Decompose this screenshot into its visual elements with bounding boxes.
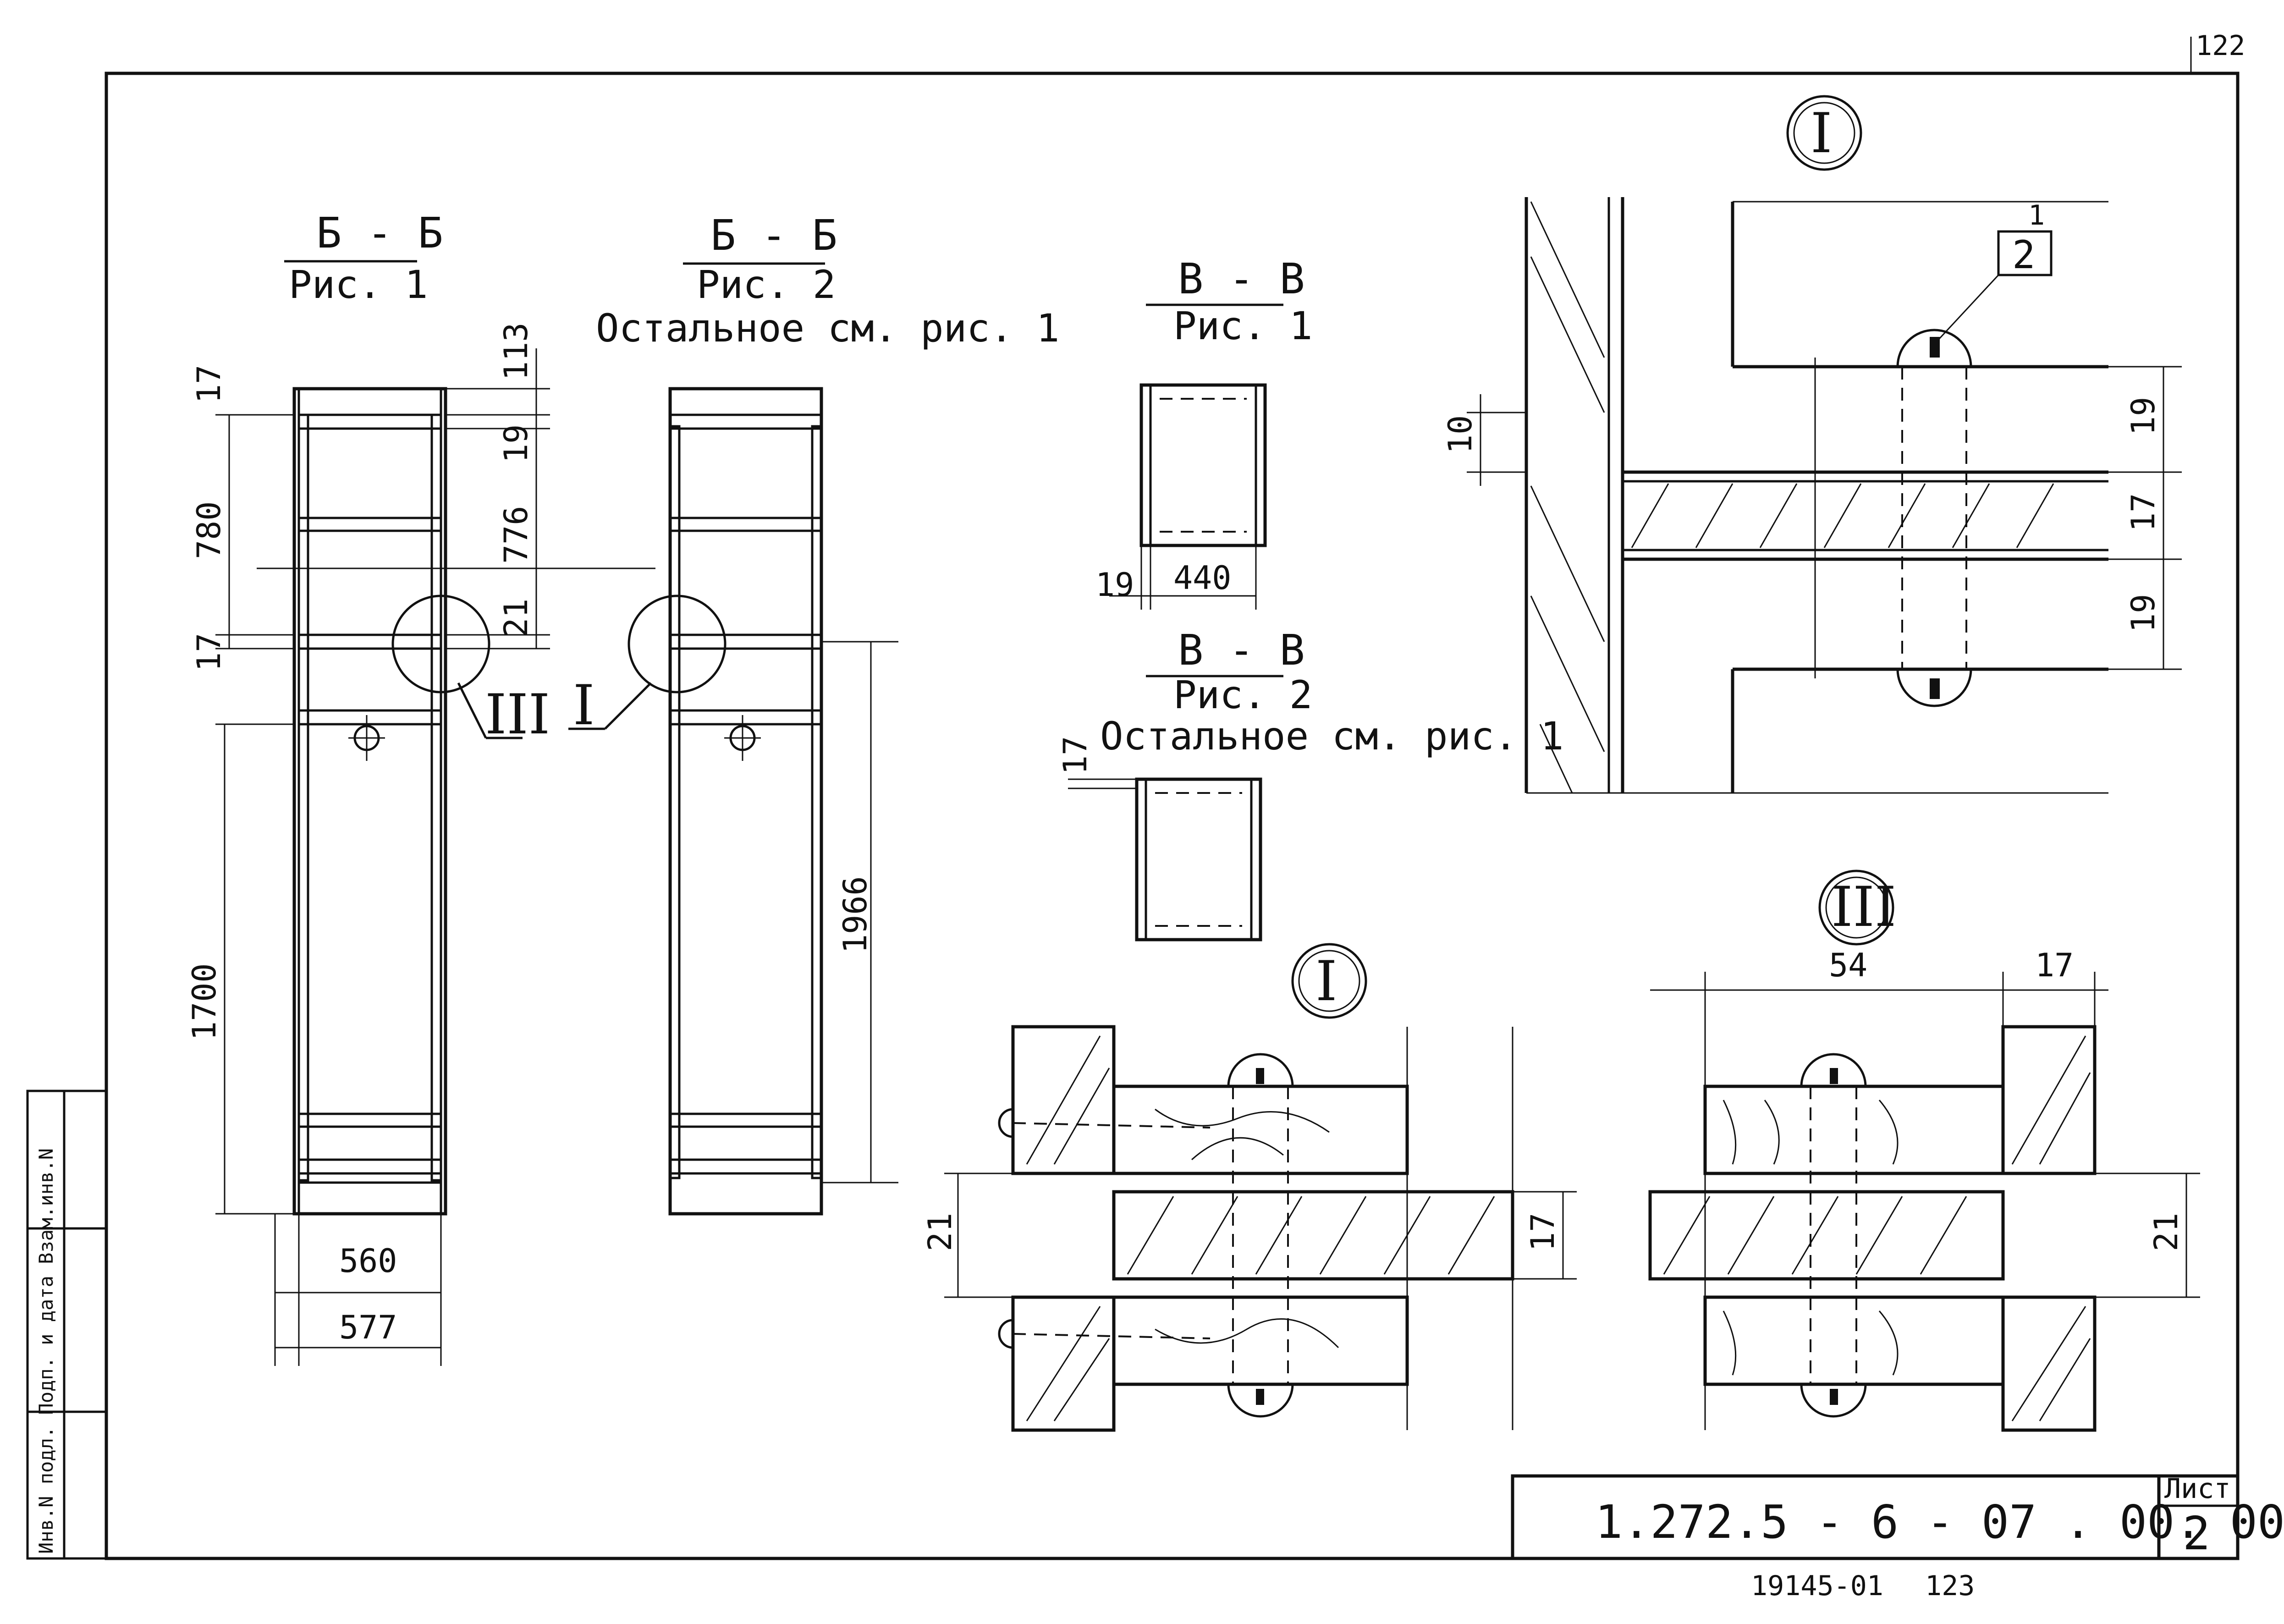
dim-560: 560 (339, 1242, 397, 1280)
bb2-note: Остальное см. рис. 1 (596, 306, 1059, 351)
dim-21-detail-III: 21 (2147, 1213, 2185, 1251)
vv2-note: Остальное см. рис. 1 (1100, 714, 1563, 759)
vv1-subtitle: Рис. 1 (1173, 303, 1312, 348)
dim-17-top: 17 (190, 365, 228, 403)
dim-17-detail-I2: 17 (1524, 1213, 1562, 1251)
vv2-title: В - В (1178, 626, 1305, 675)
position-2: 2 (2012, 232, 2036, 277)
view-bb-fig1: Б - Б Рис. 1 III 17 780 (186, 209, 655, 1366)
dim-776: 776 (497, 506, 535, 564)
dim-19b-detail-I: 19 (2124, 594, 2162, 633)
dim-19-vv: 19 (1095, 566, 1134, 604)
dim-780: 780 (190, 501, 228, 559)
dim-577: 577 (339, 1309, 397, 1346)
side-stamp: Инв.N подл. Подп. и дата Взам.инв.N (35, 1148, 57, 1554)
position-1: 1 (2028, 199, 2045, 231)
dim-54: 54 (1829, 947, 1867, 984)
sheet-label: Лист (2164, 1473, 2231, 1505)
leader-I: I (573, 674, 594, 738)
detail-III-label: III (1831, 875, 1896, 939)
leader-III: III (485, 683, 550, 747)
dim-19: 19 (497, 424, 535, 463)
dim-440: 440 (1173, 559, 1231, 597)
footer-numbers: 19145-01 (1751, 1570, 1883, 1602)
bb2-subtitle: Рис. 2 (697, 262, 836, 307)
dim-10-detail-I: 10 (1442, 415, 1479, 454)
dim-17-detail-I: 17 (2124, 493, 2162, 532)
bb1-subtitle: Рис. 1 (289, 262, 428, 307)
dim-21: 21 (497, 599, 535, 637)
title-block: 1.272.5 - 6 - 07 . 00. 00. 00 СБ Лист 2 … (1511, 1473, 2284, 1602)
detail-I-top-label: I (1811, 102, 1832, 165)
dim-17-mid: 17 (190, 633, 228, 672)
detail-III: III 54 17 (1648, 870, 2200, 1432)
bb1-title: Б - Б (316, 209, 443, 258)
sheet-number: 2 (2183, 1507, 2210, 1560)
dim-1966: 1966 (837, 876, 874, 953)
dim-19a-detail-I: 19 (2124, 397, 2162, 435)
detail-I-bottom-label: I (1315, 950, 1337, 1013)
detail-I-top: I 2 1 (1442, 95, 2182, 794)
detail-I-bottom: I (921, 943, 1577, 1432)
vv1-title: В - В (1178, 254, 1305, 303)
view-vv-fig1: В - В Рис. 1 19 440 (1095, 254, 1312, 610)
view-bb-fig2: Б - Б Рис. 2 Остальное см. рис. 1 I 1966 (568, 211, 1059, 1216)
drawing-code: 1.272.5 - 6 - 07 . 00. 00. 00 СБ (1595, 1495, 2284, 1549)
view-vv-fig2: В - В Рис. 2 Остальное см. рис. 1 17 (1057, 626, 1563, 941)
dim-17-detail-III: 17 (2035, 947, 2074, 984)
sheet-frame: Инв.N подл. Подп. и дата Взам.инв.N 122 (26, 30, 2245, 1560)
dim-1700: 1700 (186, 963, 223, 1040)
corner-number: 122 (2196, 30, 2245, 62)
vv2-subtitle: Рис. 2 (1173, 672, 1312, 717)
dim-113: 113 (497, 323, 535, 380)
dim-21-detail-I2: 21 (921, 1213, 959, 1251)
bb2-title: Б - Б (710, 211, 837, 260)
dim-17-vv2: 17 (1057, 736, 1094, 775)
footer-page: 123 (1925, 1570, 1975, 1602)
